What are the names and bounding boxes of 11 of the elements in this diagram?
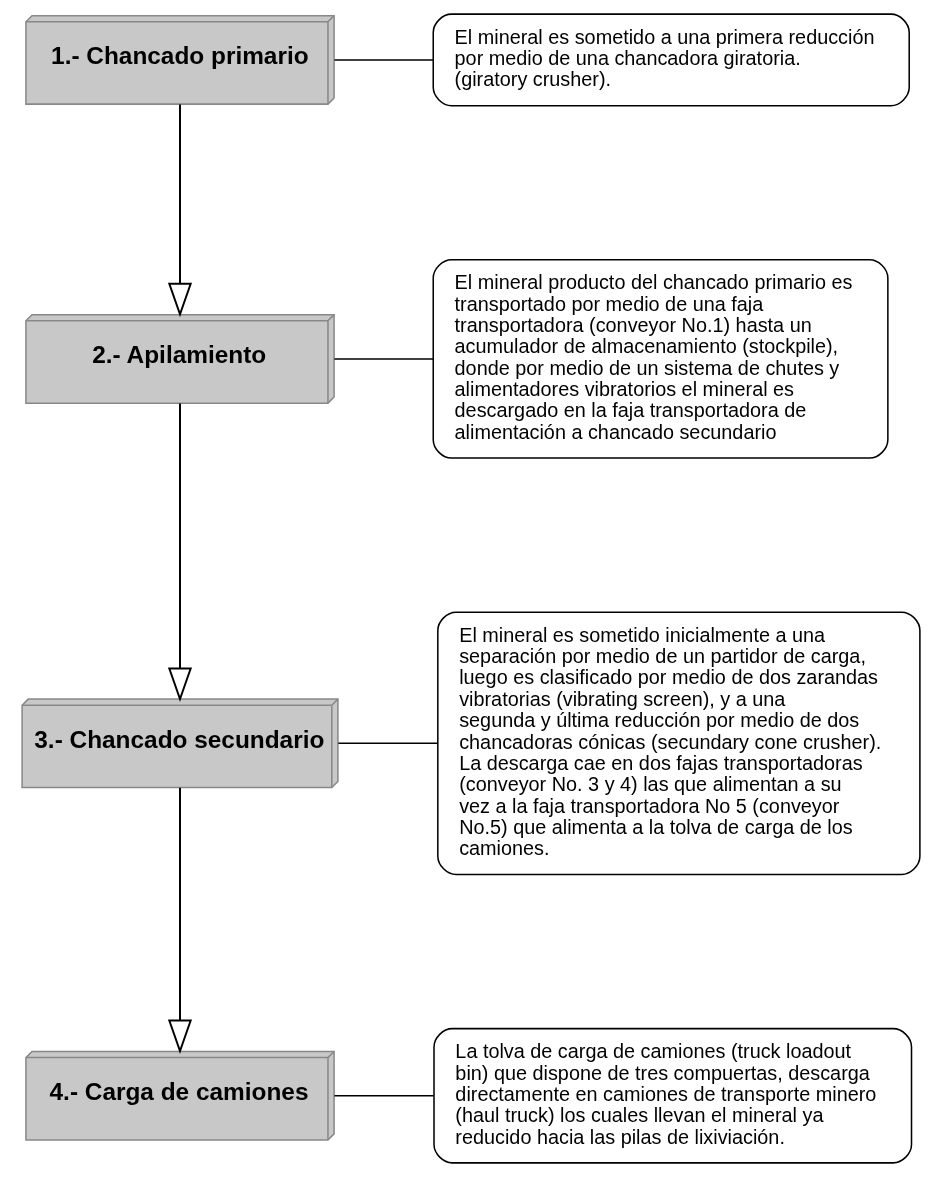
connector [337,742,438,745]
arrow [167,402,192,702]
arrow [167,786,192,1055]
node-box: El mineral producto del chancado primario es transportado por medio de una faja transportadora (conveyor No.1) hasta un acumulador de almacenamiento (stockpile), donde por medio de un sistema de chutes y alimentadores vibratorios el mineral es descargado en la faja transportadora de alimentación a chancado secundario [431,258,889,459]
node-box: La tolva de carga de camiones (truck loadout bin) que dispone de tres compuertas, descarga directamente en camiones de transporte minero (haul truck) los cuales llevan el mineral ya reducido hacia las pilas de lixiviación. [432,1027,912,1164]
node-box: El mineral es sometido a una primera reducción por medio de una chancadora giratoria. (giratory crusher). [431,13,910,107]
arrow [167,103,192,318]
node-box: El mineral es sometido inicialmente a una separación por medio de un partidor de carga, luego es clasificado por medio de dos zarandas vibratorias (vibrating screen), y a una segunda y última reducción por medio de dos chancadoras cónicas (secundary cone crusher). La descarga cae en dos fajas transportadoras (conveyor No. 3 y 4) las que alimentan a su vez a la faja transportadora No 5 (conveyor No.5) que alimenta a la tolva de carga de los camiones. [436,611,921,876]
connector [333,358,434,360]
connector [333,59,434,61]
connector [333,1095,434,1097]
